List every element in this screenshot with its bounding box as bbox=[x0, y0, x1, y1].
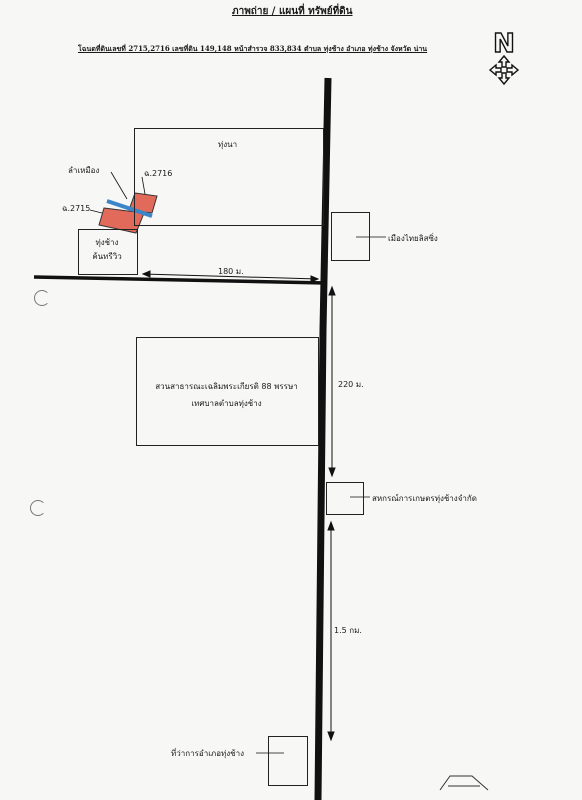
distance-180-label: 180 ม. bbox=[218, 267, 244, 276]
tung-na-box bbox=[134, 128, 324, 226]
park-box bbox=[136, 337, 319, 446]
distance-arrow-1-5km bbox=[327, 520, 335, 742]
north-arrow-icon: N bbox=[486, 26, 522, 86]
north-letter: N bbox=[493, 29, 515, 59]
resort-label-line1: ทุ่งช้าง bbox=[95, 238, 119, 247]
page-title: ภาพถ่าย / แผนที่ ทรัพย์ที่ดิน bbox=[232, 6, 353, 17]
mueang-thai-box bbox=[331, 212, 370, 261]
mueang-thai-label: เมืองไทยลิสซิ่ง bbox=[388, 234, 438, 243]
cooperative-label: สหกรณ์การเกษตรทุ่งช้างจำกัด bbox=[372, 494, 477, 503]
park-label-line1: สวนสาธารณะเฉลิมพระเกียรติ 88 พรรษา bbox=[155, 382, 298, 391]
distance-220-label: 220 ม. bbox=[338, 380, 364, 389]
signature-mark bbox=[439, 775, 489, 791]
canal-line bbox=[106, 199, 153, 218]
page-subtitle: โฉนดที่ดินเลขที่ 2715,2716 เลขที่ดิน 149… bbox=[78, 44, 428, 53]
parcel-2715-shape bbox=[98, 207, 145, 234]
district-office-box bbox=[268, 736, 308, 786]
side-road bbox=[33, 275, 327, 285]
parcel-2716-label: ฉ.2716 bbox=[144, 169, 173, 178]
parcel-2716-shape bbox=[128, 192, 158, 214]
main-road bbox=[314, 77, 332, 800]
lam-muang-label: ลำเหมือง bbox=[68, 166, 100, 175]
distance-arrow-220 bbox=[328, 285, 336, 478]
cooperative-box bbox=[326, 482, 364, 515]
district-office-label: ที่ว่าการอำเภอทุ่งช้าง bbox=[171, 749, 245, 758]
punch-hole-bottom bbox=[30, 500, 46, 516]
punch-hole-top bbox=[34, 290, 50, 306]
resort-label-line2: ค้นทรีวิว bbox=[92, 252, 122, 261]
distance-1-5km-label: 1.5 กม. bbox=[334, 626, 362, 635]
tung-na-label: ทุ่งนา bbox=[218, 140, 238, 149]
park-label-line2: เทศบาลตำบลทุ่งช้าง bbox=[191, 399, 262, 408]
distance-arrow-180 bbox=[141, 270, 320, 283]
resort-box bbox=[78, 229, 138, 275]
parcel-2715-label: ฉ.2715 bbox=[62, 204, 91, 213]
